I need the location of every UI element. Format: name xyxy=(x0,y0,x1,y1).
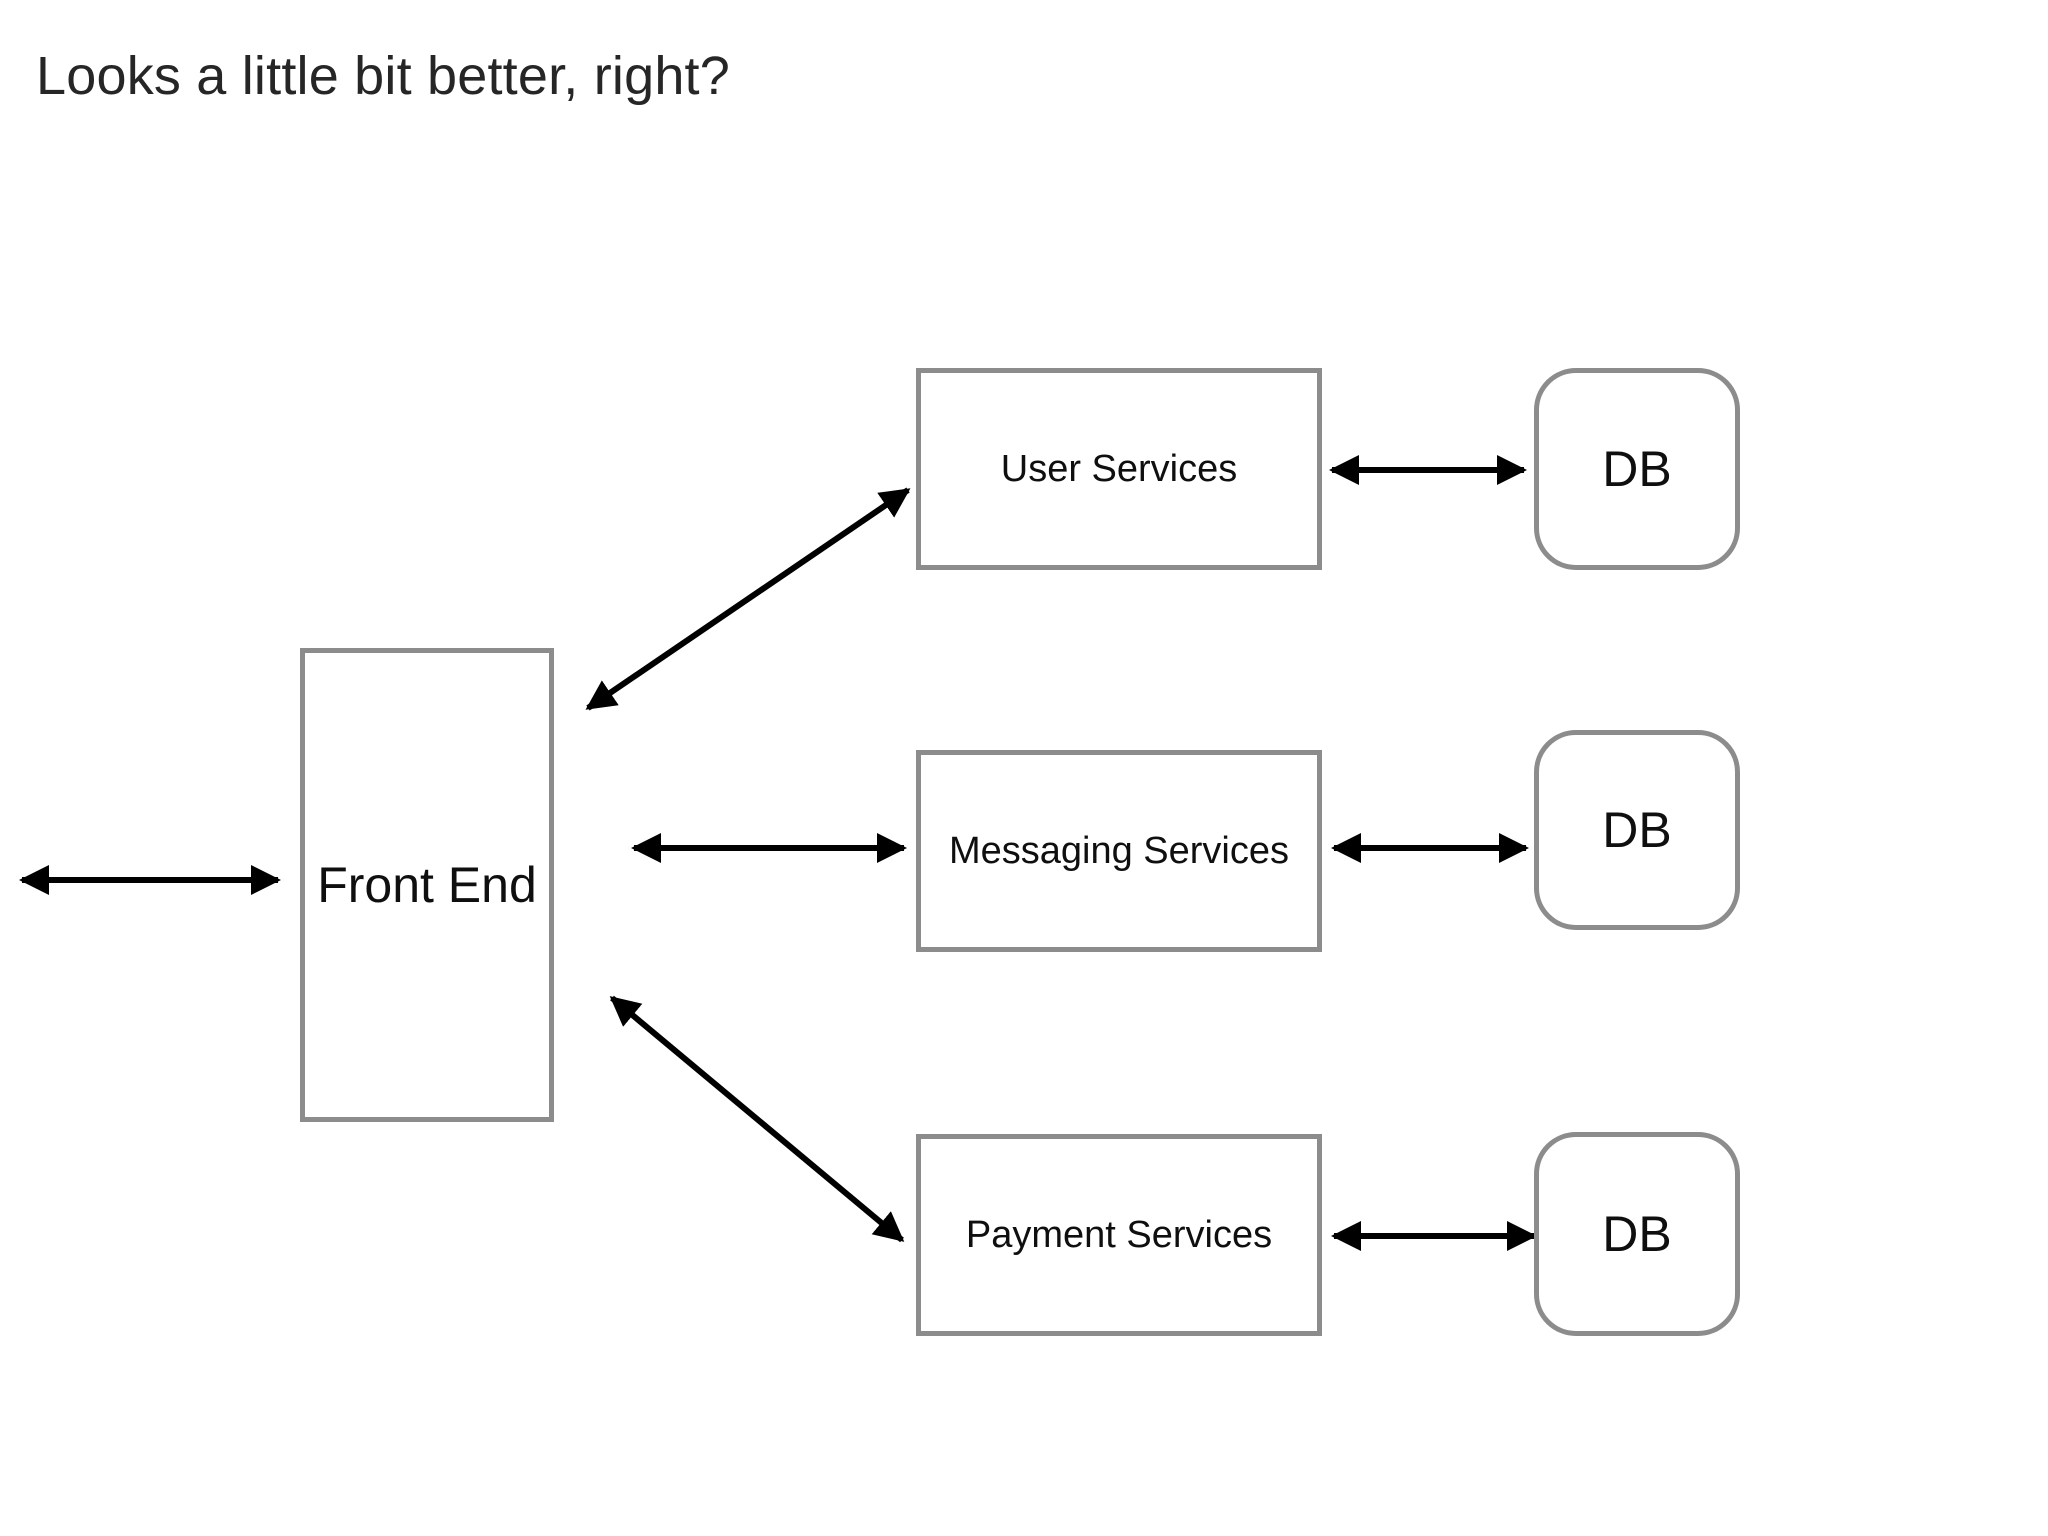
node-front-end-label: Front End xyxy=(317,857,537,913)
node-db-payment-label: DB xyxy=(1602,1206,1672,1262)
node-front-end[interactable]: Front End xyxy=(300,648,554,1122)
node-payment-services-label: Payment Services xyxy=(965,1213,1273,1256)
page-title: Looks a little bit better, right? xyxy=(36,46,730,106)
node-db-user-label: DB xyxy=(1602,441,1672,497)
node-payment-services[interactable]: Payment Services xyxy=(916,1134,1322,1336)
node-db-payment[interactable]: DB xyxy=(1534,1132,1740,1336)
node-user-services[interactable]: User Services xyxy=(916,368,1322,570)
node-messaging-services-label: Messaging Services xyxy=(948,829,1290,872)
node-db-messaging[interactable]: DB xyxy=(1534,730,1740,930)
node-db-user[interactable]: DB xyxy=(1534,368,1740,570)
edge-frontend-to-user-services xyxy=(585,487,911,711)
node-messaging-services[interactable]: Messaging Services xyxy=(916,750,1322,952)
edge-frontend-to-payment-services xyxy=(609,995,905,1243)
node-db-messaging-label: DB xyxy=(1602,802,1672,858)
node-user-services-label: User Services xyxy=(1000,447,1238,490)
